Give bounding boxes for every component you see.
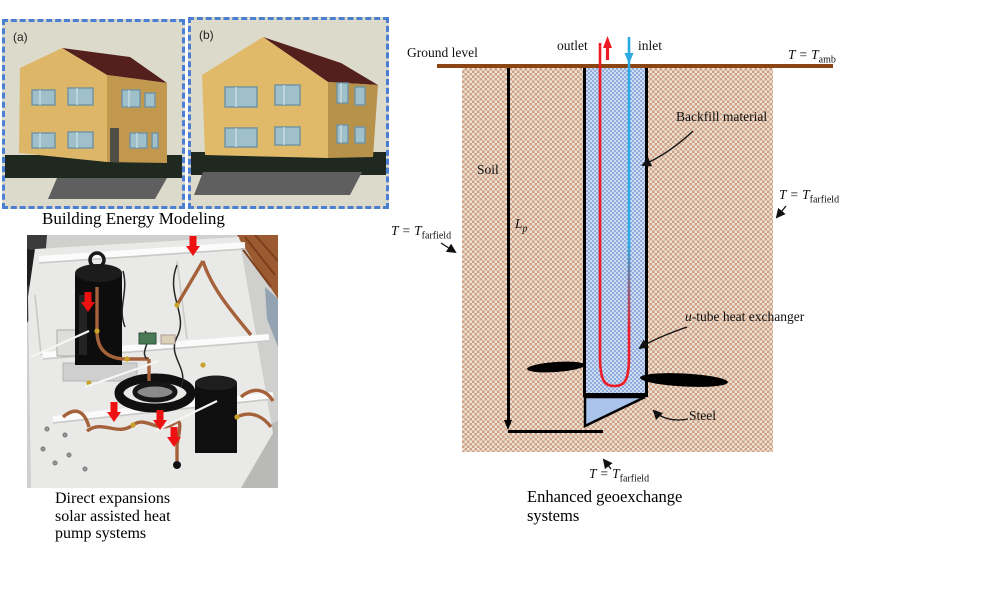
photo-caption-line2: solar assisted heat [55, 507, 171, 525]
blue-floor-strip [265, 287, 278, 347]
terminal-block [160, 334, 176, 345]
building-shadow [48, 178, 167, 199]
door [110, 128, 119, 162]
photo-caption-line1: Direct expansions [55, 490, 171, 507]
pipe-end-cap [173, 461, 181, 469]
panel-b-tag: (b) [199, 28, 214, 42]
wood-grain [240, 234, 279, 288]
ground-level-label: Ground level [407, 45, 478, 60]
roof [263, 37, 378, 85]
side-wall [328, 82, 378, 158]
energy-pile [583, 68, 648, 397]
bem-caption: Building Energy Modeling [42, 209, 225, 228]
window-mullions [235, 83, 342, 147]
steel-label: Steel [689, 408, 716, 423]
building-b [191, 37, 386, 195]
farfield-right-arrow [775, 205, 787, 219]
geo-caption-line1: Enhanced geoexchange [527, 487, 683, 506]
building-shadow [194, 172, 362, 195]
heat-pump-photo [27, 234, 279, 488]
ground-surface-line [437, 64, 833, 68]
inlet-label: inlet [638, 38, 662, 53]
building-render-a [5, 48, 182, 199]
backfill-label: Backfill material [676, 109, 768, 124]
pile-length-dimension-line [507, 68, 510, 420]
windows [224, 82, 366, 148]
photo-caption: Direct expansions solar assisted heat pu… [55, 490, 171, 543]
t-amb-label: T = Tamb [788, 47, 836, 66]
photo-caption-line3: pump systems [55, 525, 147, 542]
t-farfield-right-label: T = Tfarfield [779, 187, 840, 206]
t-farfield-bottom-label: T = Tfarfield [589, 466, 650, 485]
geo-caption: Enhanced geoexchange systems [527, 487, 683, 525]
geo-caption-line2: systems [527, 505, 580, 525]
bem-panel-b: (b) [188, 17, 389, 209]
windows [31, 87, 159, 149]
t-farfield-left-label: T = Tfarfield [391, 223, 452, 242]
coil-heat-exchanger [114, 373, 196, 413]
flow-direction-arrows [81, 236, 200, 447]
outlet-label: outlet [557, 38, 588, 53]
farfield-left-arrow [440, 242, 457, 254]
utube-label: u-tube heat exchanger [685, 309, 805, 324]
sensor-rods [30, 329, 218, 432]
roof [62, 48, 167, 83]
panel-a-tag: (a) [13, 30, 28, 44]
heat-pump-photo-image [27, 234, 279, 488]
compressor-2 [195, 375, 237, 453]
building-a [5, 48, 182, 199]
screws [40, 426, 88, 472]
pile-length-label: Lp [515, 216, 528, 235]
bem-panel-a: (a) [2, 19, 185, 209]
window-mullions [39, 88, 138, 148]
soil-label: Soil [477, 162, 499, 177]
pile-length-baseline [508, 430, 603, 433]
building-render-b [191, 37, 386, 195]
inlet-arrowhead [624, 53, 634, 64]
outlet-arrowhead [603, 36, 612, 48]
circuit-board [138, 332, 157, 345]
